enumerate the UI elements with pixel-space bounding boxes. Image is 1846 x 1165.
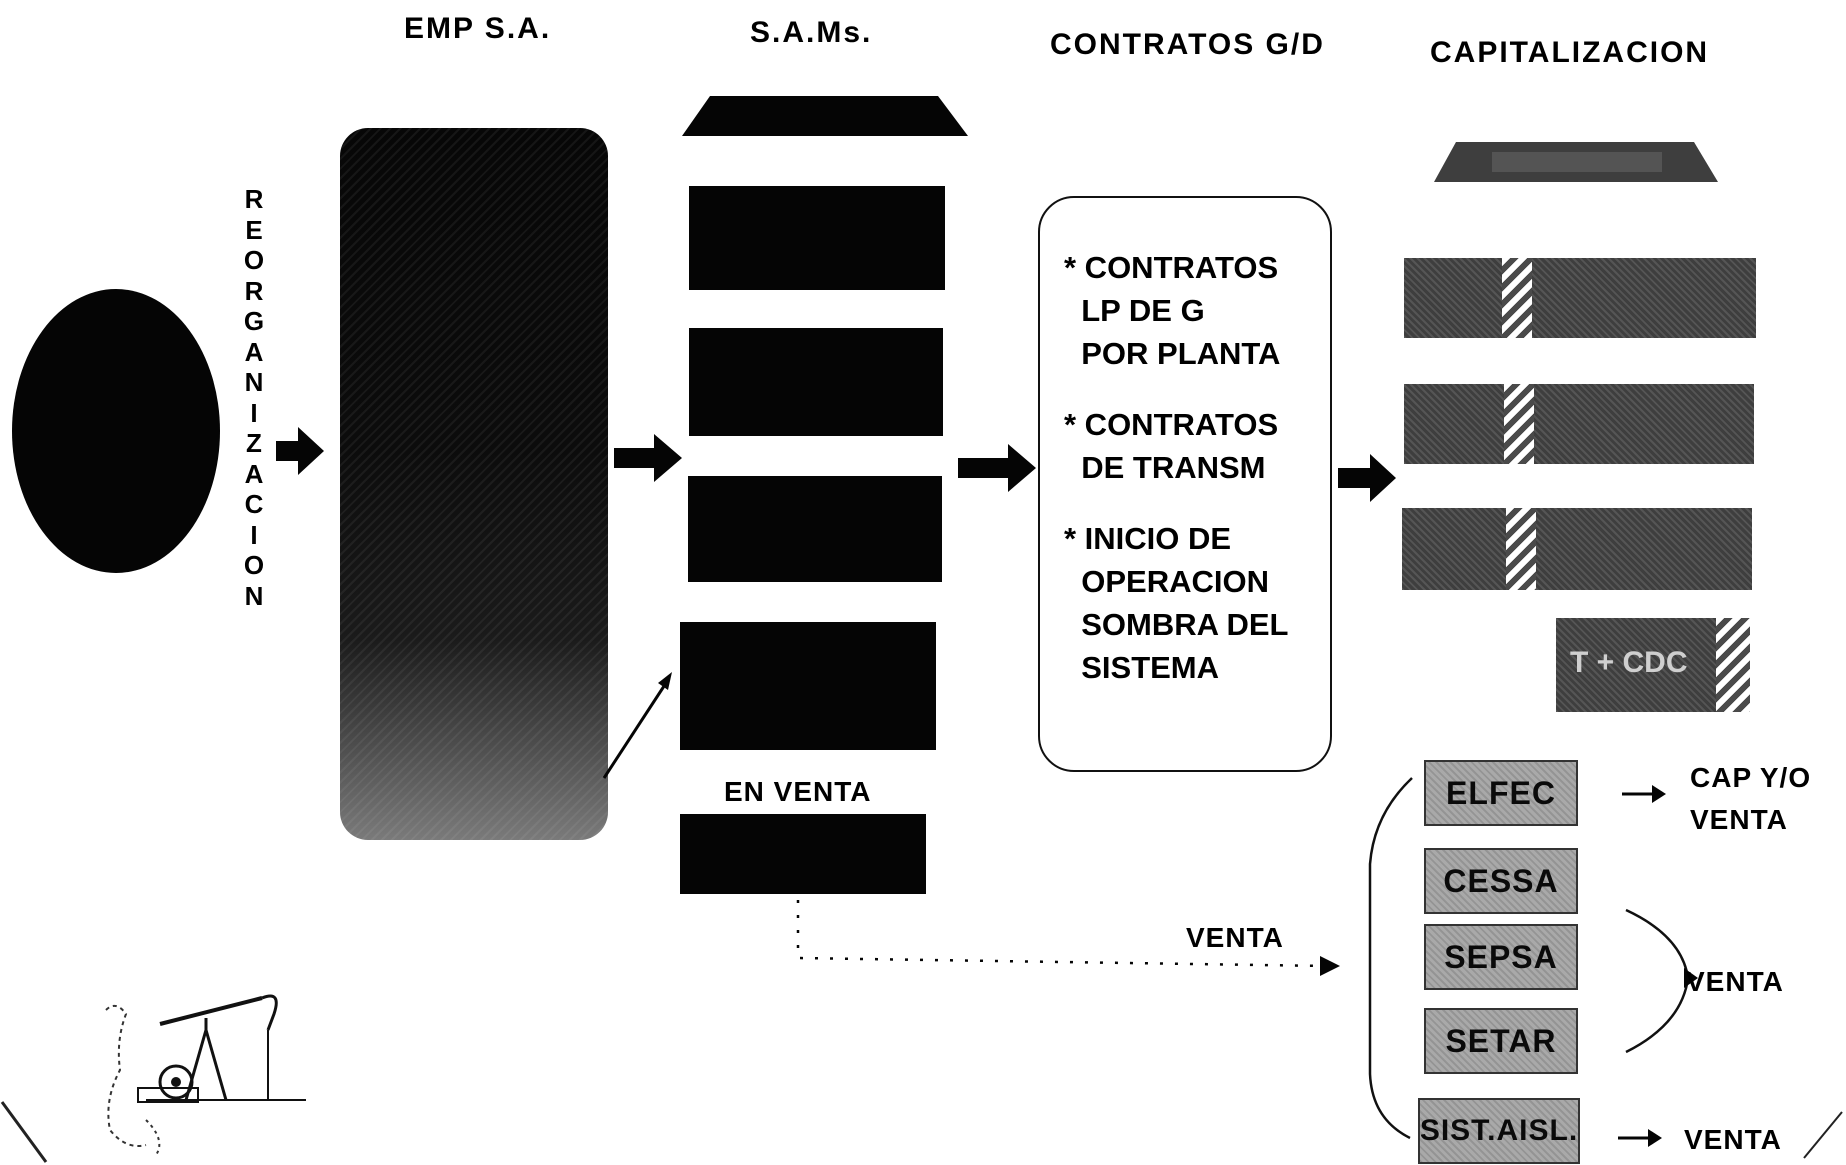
sam-block xyxy=(688,476,942,582)
contract-line: SOMBRA DEL xyxy=(1064,607,1289,642)
header-contratos: CONTRATOS G/D xyxy=(1050,28,1325,61)
arrow-right-icon xyxy=(1618,1129,1662,1147)
header-emp: EMP S.A. xyxy=(404,12,552,45)
header-sams: S.A.Ms. xyxy=(750,16,873,49)
g1-bar xyxy=(1404,258,1756,338)
contract-line: SISTEMA xyxy=(1064,650,1220,685)
contract-line: OPERACION xyxy=(1064,564,1269,599)
g3-hatch xyxy=(1506,508,1536,590)
reorganizacion-letter: A xyxy=(244,458,264,489)
sist-aisl-outcome: VENTA xyxy=(1684,1124,1782,1155)
sam-block xyxy=(689,186,945,290)
arrow-right-icon xyxy=(276,427,324,475)
venta-dotted-label: VENTA xyxy=(1186,922,1284,953)
contracts-text: * CONTRATOS LP DE G POR PLANTA * CONTRAT… xyxy=(1064,246,1288,689)
reorganizacion-letter: E xyxy=(245,214,263,245)
g2-hatch xyxy=(1504,384,1534,464)
reorganizacion-letter: I xyxy=(250,397,258,428)
reorganizacion-letter: G xyxy=(243,306,265,336)
group-outcome: VENTA xyxy=(1686,966,1784,997)
reorganizacion-letter: N xyxy=(244,580,264,611)
reorganizacion-letter: R xyxy=(244,184,264,214)
dotted-arrow-icon xyxy=(796,900,1340,976)
sam-block xyxy=(680,622,936,750)
elfec-outcome-line1: CAP Y/O xyxy=(1690,762,1812,793)
reorganizacion-letter: O xyxy=(243,245,265,275)
emp-block xyxy=(340,128,608,840)
sams-en-venta-label: EN VENTA xyxy=(724,776,872,807)
brace-icon xyxy=(1625,908,1698,1054)
reorganizacion-letter: Z xyxy=(246,428,262,458)
contract-line: * INICIO DE xyxy=(1064,521,1232,556)
tdc-label: T + CDC xyxy=(1570,646,1688,679)
header-capitalizacion: CAPITALIZACION xyxy=(1430,36,1710,69)
dist-sist-aisl: SIST.AISL. xyxy=(1418,1098,1580,1164)
dist-sepsa: SEPSA xyxy=(1424,924,1578,990)
contract-line: * CONTRATOS xyxy=(1064,407,1279,442)
reorganizacion-letter: C xyxy=(244,489,264,519)
contracts-box xyxy=(1038,196,1332,772)
origin-ellipse xyxy=(12,289,220,573)
sam-block xyxy=(689,328,943,436)
reorganizacion-letter: N xyxy=(244,367,264,397)
dist-setar: SETAR xyxy=(1424,1008,1578,1074)
reorganizacion-letter: O xyxy=(243,550,265,580)
cap-top-trapezoid xyxy=(1434,142,1718,182)
dist-cessa: CESSA xyxy=(1424,848,1578,914)
contract-line xyxy=(1064,489,1288,517)
arrow-right-icon xyxy=(958,444,1036,492)
scan-mark xyxy=(1803,1111,1843,1159)
sam-en-venta-block xyxy=(680,814,926,894)
contract-line xyxy=(1064,375,1288,403)
reorganizacion-letter: A xyxy=(244,336,264,367)
diagonal-arrow-icon xyxy=(602,672,672,779)
reorganizacion-letter: R xyxy=(244,275,264,306)
scan-mark xyxy=(0,1101,48,1163)
contract-line: POR PLANTA xyxy=(1064,336,1281,371)
oil-pump-icon xyxy=(105,994,306,1156)
brace-icon xyxy=(1368,777,1413,1140)
g1-hatch xyxy=(1502,258,1532,338)
arrow-right-icon xyxy=(614,434,682,482)
tdc-bar: T + CDC xyxy=(1556,618,1750,712)
reorganizacion-letter: I xyxy=(250,519,258,550)
dist-elfec: ELFEC xyxy=(1424,760,1578,826)
elfec-outcome-line2: VENTA xyxy=(1690,804,1788,835)
sams-top-trapezoid xyxy=(682,96,968,136)
g2-bar xyxy=(1404,384,1754,464)
arrow-right-icon xyxy=(1622,785,1666,803)
contract-line: LP DE G xyxy=(1064,293,1205,328)
contract-line: DE TRANSM xyxy=(1064,450,1266,485)
arrow-right-icon xyxy=(1338,454,1396,502)
g3-bar xyxy=(1402,508,1752,590)
tdc-hatch xyxy=(1716,618,1750,712)
contract-line: * CONTRATOS xyxy=(1064,250,1279,285)
